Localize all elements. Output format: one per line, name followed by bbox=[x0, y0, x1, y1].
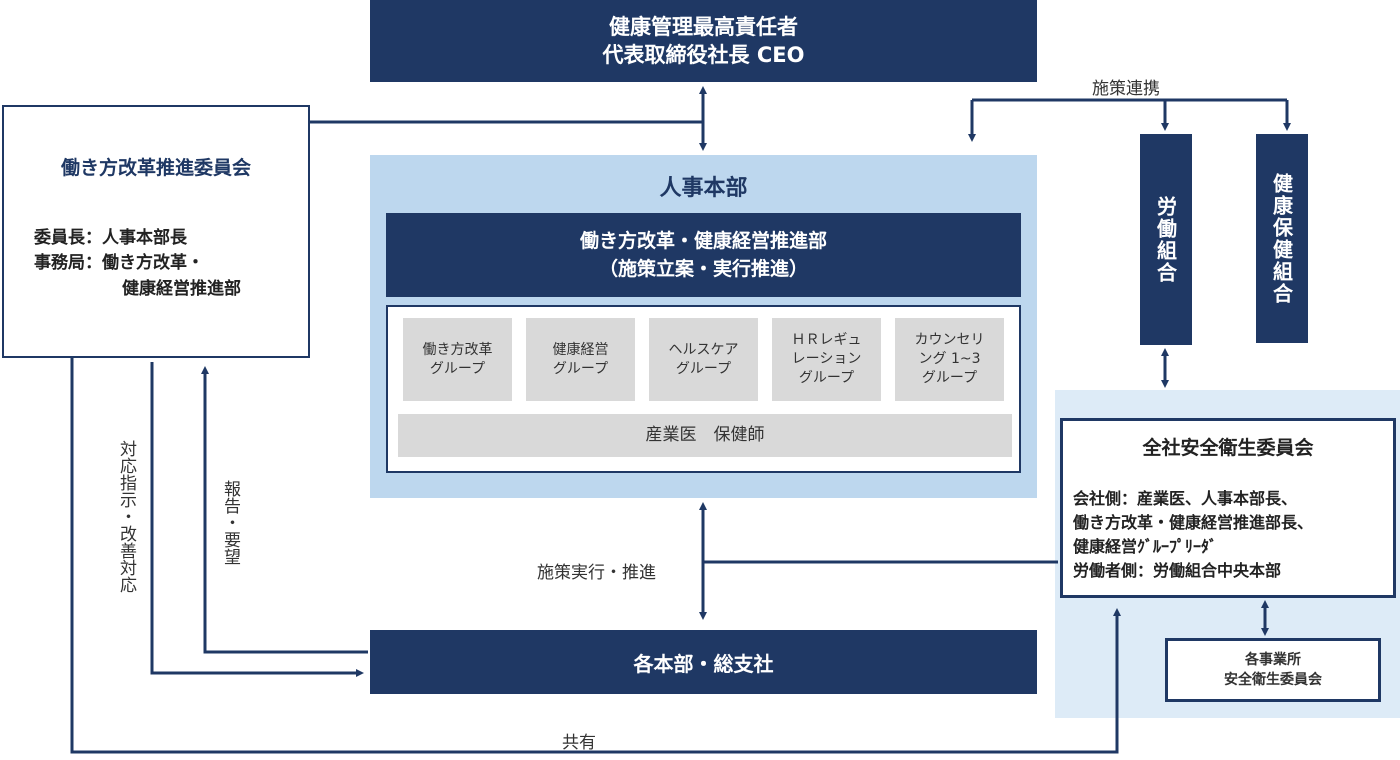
instruction-line bbox=[150, 362, 364, 677]
group-label: ング 1~3 bbox=[918, 351, 981, 367]
committee-chair: 委員長：人事本部長 bbox=[34, 228, 187, 248]
site-safety-committee-box: 各事業所 安全衛生委員会 bbox=[1165, 638, 1381, 702]
report-line bbox=[201, 366, 368, 654]
group-label: ＨＲレギュ bbox=[791, 332, 862, 348]
dept-line2: （施策立案・実行推進） bbox=[598, 258, 808, 280]
group-box: 働き方改革グループ bbox=[403, 318, 512, 401]
group-box: ＨＲレギュレーショングループ bbox=[772, 318, 881, 401]
group-label: グループ bbox=[552, 360, 609, 377]
instruction-label: 対応指示・改善対応 bbox=[116, 440, 136, 593]
medical-staff-bar: 産業医 保健師 bbox=[398, 414, 1012, 457]
group-label: グループ bbox=[429, 360, 486, 377]
committee-secretariat: 事務局：働き方改革・ bbox=[34, 253, 204, 273]
safety-committee-title: 全社安全衛生委員会 bbox=[1142, 437, 1314, 459]
safety-member-line: 労働者側：労働組合中央本部 bbox=[1073, 561, 1282, 580]
group-label: グループ bbox=[675, 360, 732, 377]
share-label: 共有 bbox=[562, 733, 596, 753]
branches-box: 各本部・総支社 bbox=[370, 630, 1037, 694]
report-label: 報告・要望 bbox=[220, 480, 240, 565]
execution-label: 施策実行・推進 bbox=[537, 563, 656, 583]
group-label: カウンセリ bbox=[914, 332, 985, 348]
committee-secretariat-cont: 健康経営推進部 bbox=[122, 279, 241, 299]
group-label: グループ bbox=[921, 370, 978, 386]
health-insurance-label: 健康保健組合 bbox=[1269, 172, 1294, 305]
coordination-label: 施策連携 bbox=[1092, 79, 1160, 99]
safety-member-line: 健康経営ｸﾞﾙｰﾌﾟﾘｰﾀﾞ bbox=[1073, 537, 1218, 556]
promotion-dept-box: 働き方改革・健康経営推進部 （施策立案・実行推進） bbox=[386, 213, 1021, 297]
group-label: グループ bbox=[798, 370, 855, 386]
hr-title: 人事本部 bbox=[659, 176, 748, 201]
ceo-line2: 代表取締役社長 CEO bbox=[602, 43, 805, 67]
site-line2: 安全衛生委員会 bbox=[1224, 672, 1322, 688]
health-insurance-box: 健康保健組合 bbox=[1256, 134, 1308, 343]
work-reform-committee-box: 働き方改革推進委員会 委員長：人事本部長 事務局：働き方改革・ 健康経営推進部 bbox=[2, 105, 310, 358]
dept-line1: 働き方改革・健康経営推進部 bbox=[579, 230, 827, 252]
safety-member-line: 働き方改革・健康経営推進部長、 bbox=[1073, 513, 1314, 532]
labor-union-label: 労働組合 bbox=[1153, 195, 1178, 284]
ceo-line1: 健康管理最高責任者 bbox=[609, 15, 798, 39]
site-line1: 各事業所 bbox=[1245, 652, 1301, 668]
medical-staff-label: 産業医 保健師 bbox=[645, 425, 765, 445]
group-label: ヘルスケア bbox=[668, 341, 739, 358]
group-label: 健康経営 bbox=[552, 341, 609, 358]
group-box: 健康経営グループ bbox=[526, 318, 635, 401]
ceo-box: 健康管理最高責任者 代表取締役社長 CEO bbox=[370, 0, 1037, 82]
committee-title: 働き方改革推進委員会 bbox=[60, 157, 251, 179]
safety-committee-box: 全社安全衛生委員会 会社側：産業医、人事本部長、 働き方改革・健康経営推進部長、… bbox=[1060, 418, 1396, 598]
labor-union-box: 労働組合 bbox=[1140, 134, 1192, 345]
group-box: カウンセリング 1~3 グループ bbox=[895, 318, 1004, 401]
group-label: 働き方改革 bbox=[422, 341, 493, 358]
safety-member-line: 会社側：産業医、人事本部長、 bbox=[1073, 489, 1298, 508]
share-line bbox=[70, 358, 1121, 754]
group-label: レーション bbox=[791, 351, 862, 367]
branches-label: 各本部・総支社 bbox=[633, 651, 774, 676]
group-box: ヘルスケアグループ bbox=[649, 318, 758, 401]
